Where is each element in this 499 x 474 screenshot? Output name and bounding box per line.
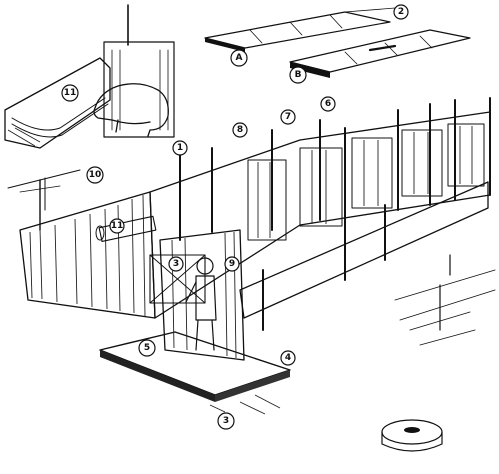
callout-10: 10 — [86, 166, 104, 184]
callout-7-label: 7 — [285, 112, 291, 122]
callout-11-trough-label: 11 — [64, 88, 77, 98]
callout-11-trough: 11 — [61, 84, 79, 102]
callout-9: 9 — [224, 256, 240, 272]
roller-pipe — [95, 215, 157, 243]
callout-3-drain: 3 — [217, 412, 235, 430]
left-wall-boards — [29, 194, 146, 317]
callout-3-gate: 3 — [168, 256, 184, 272]
callout-7: 7 — [280, 109, 296, 125]
trough-inset — [4, 4, 175, 149]
callout-b: B — [289, 66, 307, 84]
callout-9-label: 9 — [229, 259, 235, 269]
callout-5-label: 5 — [144, 343, 150, 353]
callout-4: 4 — [280, 350, 296, 366]
pig-icon — [93, 83, 169, 137]
callout-4-label: 4 — [285, 353, 291, 363]
callout-10-label: 10 — [89, 170, 102, 180]
wind-vane — [7, 169, 81, 231]
callout-a-label: A — [236, 53, 243, 63]
callout-8-label: 8 — [237, 125, 243, 135]
callout-1-label: 1 — [177, 143, 183, 153]
callout-6-label: 6 — [325, 99, 331, 109]
callout-1: 1 — [172, 140, 188, 156]
callout-11-roller-label: 11 — [111, 221, 124, 231]
callout-2: 2 — [393, 4, 409, 20]
callout-6: 6 — [320, 96, 336, 112]
callout-11-roller: 11 — [109, 218, 125, 234]
ground-details — [394, 254, 496, 346]
callout-b-label: B — [295, 70, 302, 80]
slab-detail-b — [289, 29, 471, 78]
callout-5: 5 — [138, 339, 156, 357]
pen-structure — [19, 97, 491, 402]
slab-detail-a — [204, 7, 396, 52]
manhole-cover — [381, 419, 443, 452]
callout-8: 8 — [232, 122, 248, 138]
end-wall-boards — [171, 231, 237, 359]
callout-3-gate-label: 3 — [173, 259, 179, 269]
posts — [179, 97, 491, 331]
pen-partitions — [247, 123, 485, 241]
callout-a: A — [230, 49, 248, 67]
ground-hatching — [209, 394, 281, 415]
worker-figure — [185, 257, 217, 351]
callout-3-drain-label: 3 — [223, 416, 229, 426]
callout-2-label: 2 — [398, 7, 404, 17]
